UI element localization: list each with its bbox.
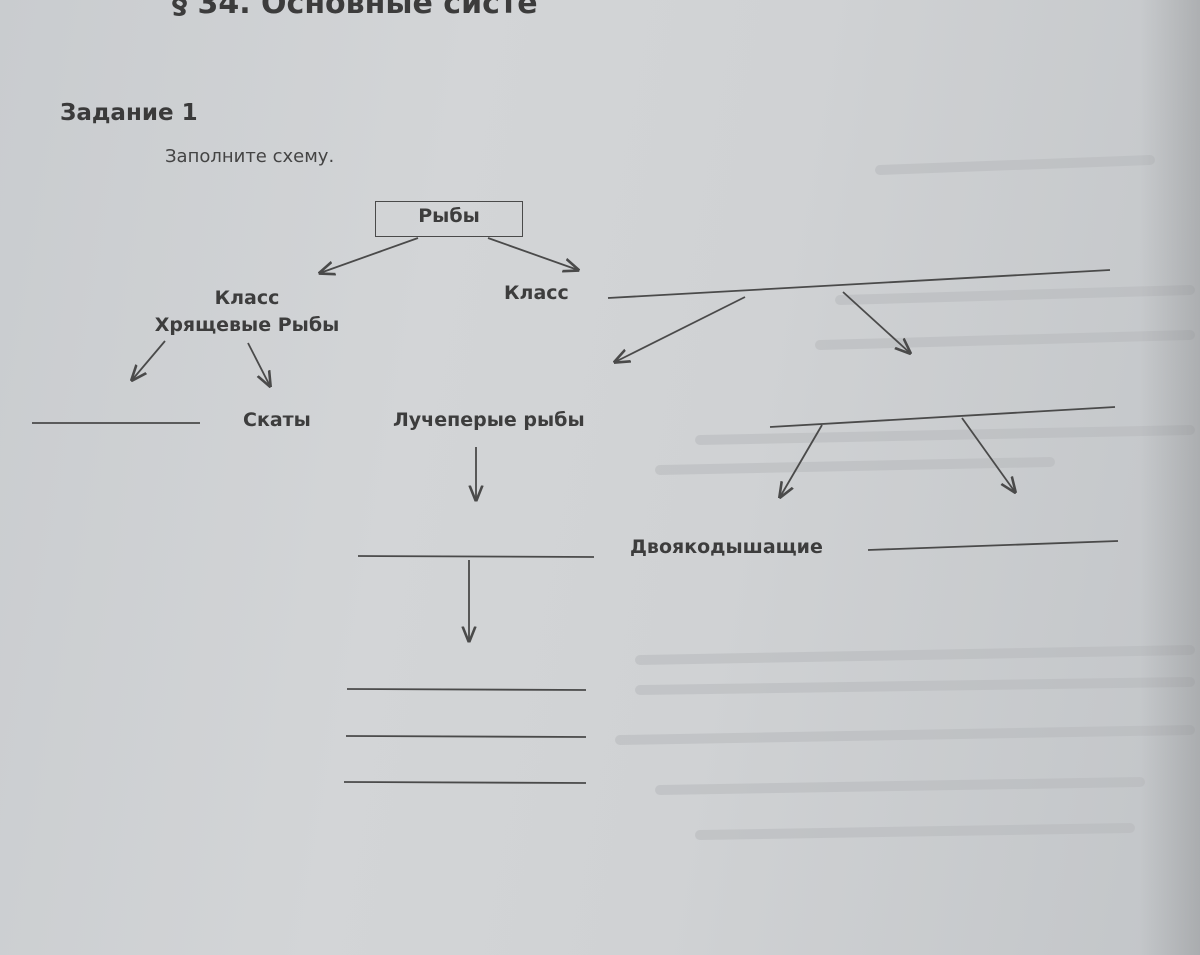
class-right-label: Класс (504, 282, 569, 304)
blank-line-bottom-3 (343, 781, 587, 784)
arrow-left-class-to-blank (132, 340, 166, 380)
arrow-class-right-to-right-subclass (842, 291, 910, 353)
blank-line-lungfish-neighbor (867, 540, 1119, 551)
arrow-class-right-to-ray-finned (615, 296, 746, 362)
blank-line-class-right (607, 269, 1111, 299)
arrow-subclass-to-right-blank (961, 417, 1015, 492)
task-instruction: Заполните схему. (165, 146, 335, 167)
root-node-label: Рыбы (418, 205, 480, 227)
lungfish-label: Двоякодышащие (630, 536, 823, 558)
arrow-subclass-to-lungfish (780, 424, 823, 497)
class-cartilaginous-node: Класс Хрящевые Рыбы (135, 285, 359, 339)
class-cartilaginous-line2: Хрящевые Рыбы (154, 314, 340, 336)
rays-label: Скаты (243, 409, 311, 431)
class-cartilaginous-line1: Класс (214, 287, 280, 309)
blank-line-bottom-2 (345, 735, 587, 738)
section-header: § 34. Основные систе (172, 0, 538, 21)
blank-line-ray-finned-group (357, 555, 595, 558)
arrow-left-class-to-rays (247, 342, 270, 386)
root-node-fish: Рыбы (375, 201, 523, 237)
blank-line-bottom-1 (346, 688, 587, 691)
task-title: Задание 1 (60, 100, 198, 126)
blank-line-subclass-right (769, 406, 1116, 428)
ray-finned-label: Лучеперые рыбы (393, 409, 585, 431)
arrow-root-to-right-class (487, 237, 578, 270)
arrow-root-to-left-class (320, 237, 419, 273)
page-edge-shadow (1140, 0, 1200, 955)
